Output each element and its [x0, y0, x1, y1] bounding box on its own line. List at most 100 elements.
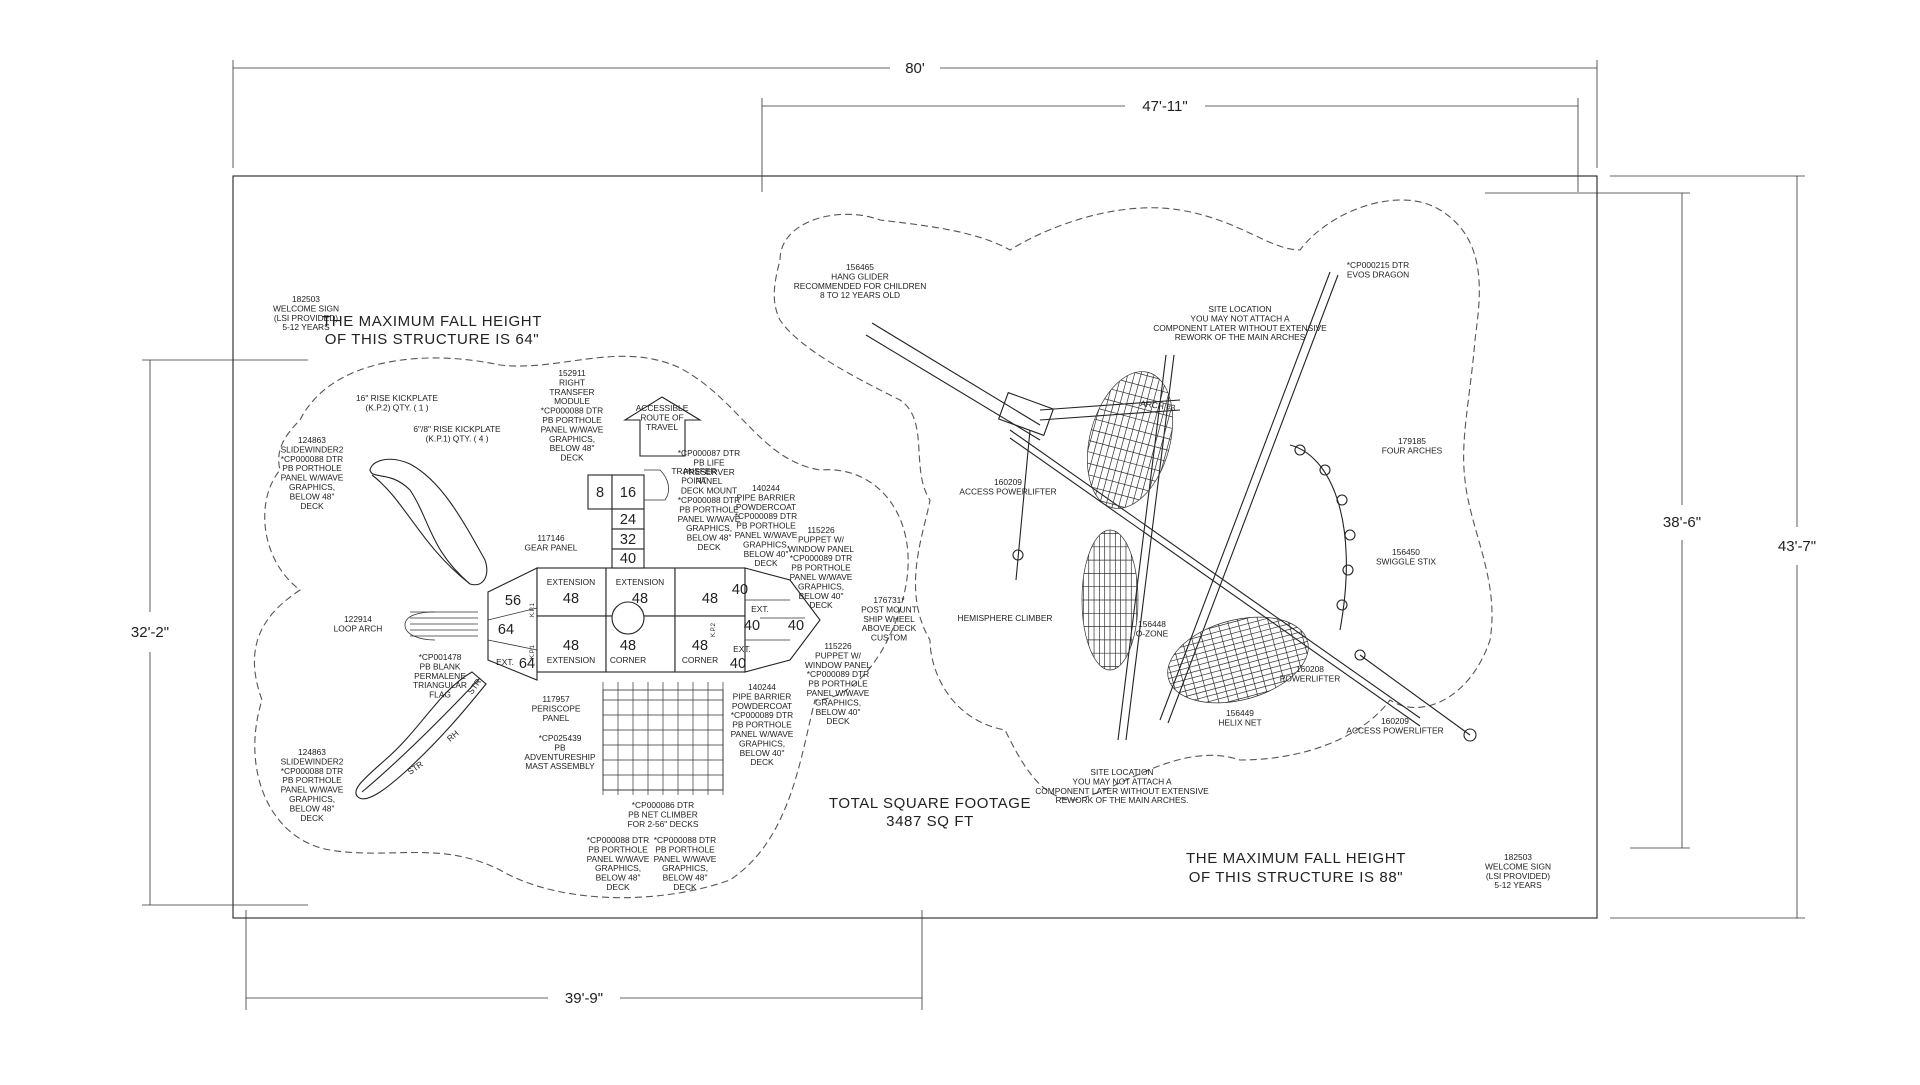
- dim-left-width: 39'-9": [565, 990, 603, 1007]
- label-line: ROUTE OF: [640, 412, 683, 422]
- label-line: 122914: [344, 614, 372, 624]
- label-line: *CP000089 DTR: [807, 669, 869, 679]
- label-line: SITE LOCATION: [1208, 304, 1271, 314]
- label-line: PERISCOPE: [532, 703, 581, 713]
- deck-48-top: [674, 567, 746, 617]
- label-line: PB PORTHOLE: [732, 720, 792, 730]
- label-line: 140244: [752, 483, 780, 493]
- deck-48-top-value: 48: [702, 591, 718, 607]
- deck-label-40a: 40: [732, 582, 748, 598]
- dimension-overall-height: 43'-7": [1610, 175, 1816, 919]
- label-line: FOR 2-56" DECKS: [628, 819, 699, 829]
- net-strand: [1300, 630, 1308, 655]
- left-play-structure: STR RH STR: [355, 396, 821, 800]
- net-strand: [1193, 672, 1297, 701]
- label-line: DECK: [300, 501, 324, 511]
- dimension-overall-width: 80': [232, 60, 1598, 168]
- dim-overall-height: 43'-7": [1778, 538, 1816, 555]
- label-line: (LSI PROVIDED): [1486, 871, 1550, 881]
- label-line: YOU MAY NOT ATTACH A: [1072, 776, 1172, 786]
- label-line: 156450: [1392, 547, 1420, 557]
- label-line: PANEL W/WAVE: [735, 530, 798, 540]
- arch-knob: [1336, 494, 1348, 506]
- label-line: POWDERCOAT: [732, 701, 792, 711]
- ext-label-small-1: EXT.: [496, 657, 514, 667]
- deck-56-64: [487, 567, 538, 681]
- powerlifter-pole: [1359, 654, 1471, 736]
- tower-label-24: 24: [620, 512, 636, 528]
- mast-circle: [611, 601, 645, 635]
- site-location-bracket: [997, 391, 1055, 437]
- label-line: POST MOUNT: [861, 604, 917, 614]
- label-line: DECK: [673, 882, 697, 892]
- extension-1-label: EXTENSION: [547, 577, 595, 587]
- label-line: PB: [554, 742, 566, 752]
- label-line: DECK: [754, 558, 778, 568]
- deck-label-40b: 40: [744, 618, 760, 634]
- label-line: *CP000089 DTR: [731, 710, 793, 720]
- deck-label-56: 56: [505, 593, 521, 609]
- label-line: CUSTOM: [871, 633, 907, 643]
- label-line: MODULE: [554, 396, 590, 406]
- arch-knob: [1336, 599, 1348, 611]
- label-line: TRAVEL: [646, 422, 678, 432]
- arch-tag-label: ARCH #3: [1140, 398, 1177, 413]
- label-line: GRAPHICS,: [289, 794, 335, 804]
- label-line: PANEL W/WAVE: [654, 854, 717, 864]
- label-line: PANEL W/WAVE: [678, 514, 741, 524]
- label-line: (K.P.1) QTY. ( 4 ): [426, 433, 489, 443]
- label-line: PB PORTHOLE: [808, 679, 868, 689]
- deck-label-40c: 40: [788, 618, 804, 634]
- fall-height-left-line-2: OF THIS STRUCTURE IS 64": [325, 331, 539, 348]
- access-powerlifter-pole: [1015, 429, 1031, 581]
- label-line: 117146: [537, 533, 565, 543]
- label-line: BELOW 48": [290, 491, 335, 501]
- slide-bottom: [355, 671, 487, 800]
- deck-label-64a: 64: [498, 622, 514, 638]
- net-strand: [1087, 451, 1162, 472]
- label-line: TRANSFER: [549, 387, 594, 397]
- label-line: BELOW 40": [740, 748, 785, 758]
- deck-label-64b: 64: [519, 656, 535, 672]
- label-line: RIGHT: [559, 377, 585, 387]
- net-strand: [1185, 664, 1303, 697]
- net-strand: [1087, 462, 1156, 482]
- label-line: REWORK OF THE MAIN ARCHES: [1175, 332, 1306, 342]
- label-line: COMPONENT LATER WITHOUT EXTENSIVE: [1035, 786, 1209, 796]
- label-line: 117957: [542, 694, 570, 704]
- deck-label-40d: 40: [730, 656, 746, 672]
- right-use-zone: [773, 199, 1493, 801]
- label-line: BELOW 40": [816, 707, 861, 717]
- label-line: PRESERVER: [683, 467, 735, 477]
- label-line: GRAPHICS,: [815, 697, 861, 707]
- label-line: COMPONENT LATER WITHOUT EXTENSIVE: [1153, 323, 1327, 333]
- label-line: POWDERCOAT: [736, 502, 796, 512]
- net-strand: [1088, 474, 1149, 492]
- net-strand: [1100, 500, 1125, 508]
- dimension-right-height: 38'-6": [1485, 192, 1701, 849]
- dim-right-height: 38'-6": [1663, 514, 1701, 531]
- label-line: PB PORTHOLE: [542, 415, 602, 425]
- label-line: ACCESS POWERLIFTER: [1346, 725, 1443, 735]
- label-line: *CP000088 DTR: [541, 406, 603, 416]
- label-line: HEMISPHERE CLIMBER: [958, 613, 1053, 623]
- label-line: SLIDEWINDER2: [281, 756, 344, 766]
- left-use-zone: [253, 355, 909, 899]
- label-line: 115226: [807, 525, 835, 535]
- label-line: 124863: [298, 747, 326, 757]
- label-line: GRAPHICS,: [686, 523, 732, 533]
- label-line: WINDOW PANEL: [805, 660, 871, 670]
- net-strand: [1170, 646, 1309, 685]
- label-line: WINDOW PANEL: [788, 544, 854, 554]
